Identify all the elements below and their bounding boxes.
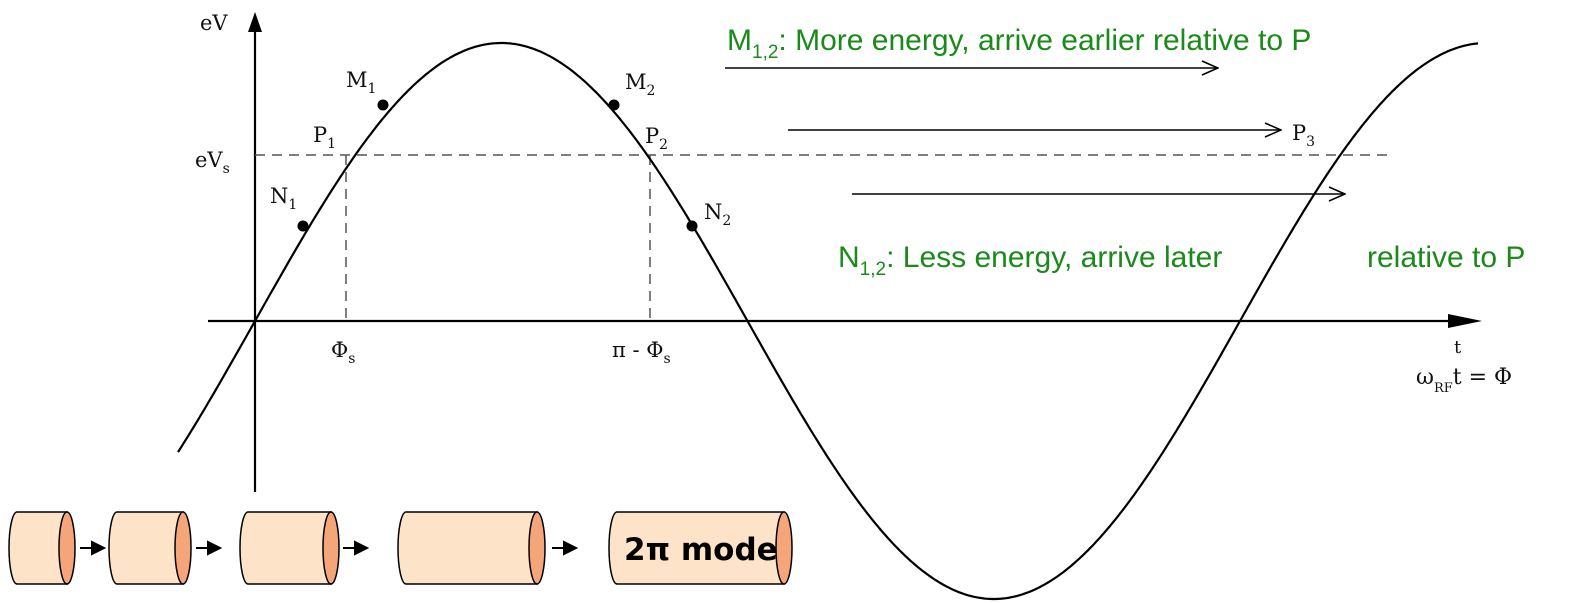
arrow-right-icon: [80, 540, 107, 556]
m1-label: M1: [346, 68, 376, 97]
x-axis-arrow-icon: [1448, 314, 1482, 328]
cavity-2pi-mode: 2π mode: [608, 511, 793, 585]
p2-label: P2: [645, 124, 668, 153]
phi-s-tick-label: Φs: [331, 338, 355, 367]
x-axis-time-label: t: [1454, 337, 1462, 358]
n2-dot: [686, 220, 698, 232]
cavity-4: [397, 511, 546, 585]
axes: [208, 12, 1482, 492]
pi-minus-phi-s-tick-label: π - Φs: [612, 338, 671, 367]
m-annotation: M1,2: More energy, arrive earlier relati…: [727, 24, 1311, 63]
reference-lines: [255, 154, 1390, 321]
m2-label: M2: [625, 70, 655, 99]
n1-dot: [297, 220, 309, 232]
synchronous-level-label: eVs: [195, 148, 230, 177]
cavity-chain: 2π mode: [8, 511, 793, 585]
p3-label: P3: [1292, 121, 1315, 150]
arrow-right-icon: [196, 540, 223, 556]
arrow-right-icon: [552, 540, 579, 556]
cavity-3: [239, 511, 340, 585]
n2-label: N2: [704, 200, 731, 229]
arrow-right-icon: [343, 540, 370, 556]
particle-dots: [297, 99, 698, 232]
y-axis-label: eV: [200, 11, 228, 35]
n-annotation-tail: relative to P: [1367, 241, 1525, 274]
x-axis-phase-label: ωRFt = Φ: [1416, 365, 1512, 396]
y-axis-arrow-icon: [248, 12, 262, 32]
n-annotation: N1,2: Less energy, arrive later: [838, 241, 1222, 280]
p1-label: P1: [313, 123, 336, 152]
cavity-1: [8, 511, 76, 585]
m2-dot: [608, 99, 620, 111]
m1-dot: [377, 99, 389, 111]
cavity-2: [108, 511, 192, 585]
rf-voltage-curve: [177, 41, 1479, 601]
two-pi-mode-label: 2π mode: [624, 532, 778, 568]
n1-label: N1: [270, 184, 297, 213]
